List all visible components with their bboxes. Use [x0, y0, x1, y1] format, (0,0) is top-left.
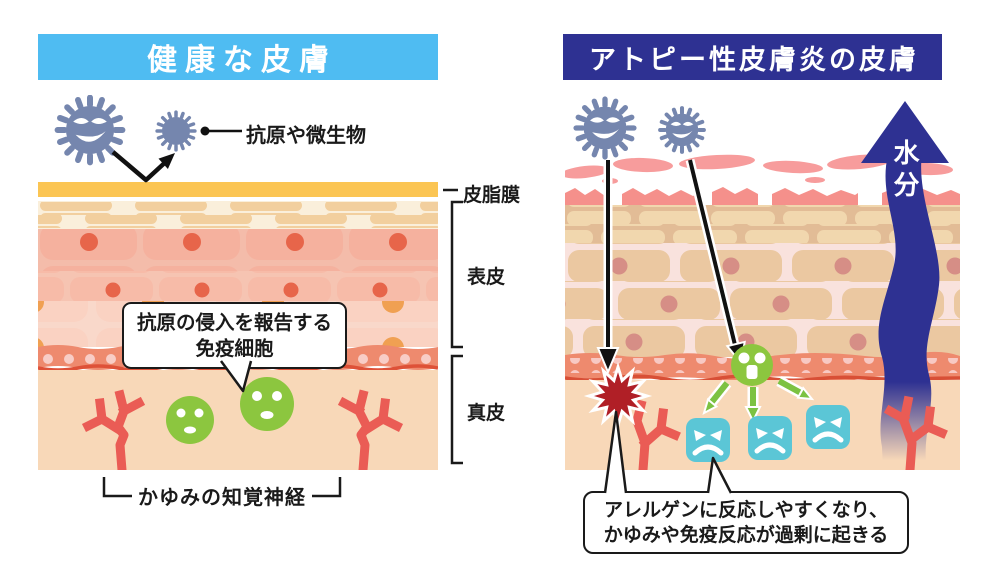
- signal-arrow-icon: [744, 387, 762, 424]
- signal-arrow-icon: [776, 376, 815, 401]
- immune-cell-callout: 抗原の侵入を報告する 免疫細胞: [122, 302, 347, 369]
- itch-nerve-label: かゆみの知覚神経: [138, 487, 306, 509]
- invasion-arrow-icon: [596, 160, 620, 375]
- itch-nerve-icon: [632, 399, 681, 470]
- epidermis-bracket: [450, 200, 463, 349]
- atopic-skin-title: アトピー性皮膚炎の皮膚: [563, 34, 942, 80]
- bounce-arrow-icon: [111, 150, 175, 183]
- allergy-cell-icon: [806, 405, 850, 449]
- itch-nerve-icon: [81, 389, 146, 470]
- virus-icon: [155, 110, 197, 152]
- atopic-skin-illustration: [565, 95, 960, 470]
- virus-icon: [576, 99, 634, 157]
- allergy-cell-icon: [686, 418, 730, 462]
- virus-icon: [660, 108, 704, 152]
- allergy-callout-line2: かゆみや免疫反応が過剰に起きる: [603, 524, 889, 546]
- immune-cell-icon: [240, 377, 294, 431]
- moisture-arrow-icon: [861, 101, 949, 470]
- dermis-bracket: [450, 354, 463, 465]
- healthy-skin-title: 健康な皮膚: [38, 34, 438, 80]
- antigen-label: 抗原や微生物: [246, 125, 366, 147]
- antigen-callout-line: [200, 126, 242, 136]
- healthy-skin-illustration: [38, 95, 438, 470]
- nerve-bracket-left: [102, 477, 132, 498]
- sebum-film-layer: [38, 182, 438, 197]
- moisture-label: 水分: [890, 139, 920, 203]
- itch-nerve-icon: [883, 395, 948, 470]
- dermis-layer-label: 真皮: [467, 403, 506, 424]
- immune-cell-icon: [166, 396, 214, 444]
- activated-immune-cell-icon: [731, 344, 773, 386]
- immune-callout-line1: 抗原の侵入を報告する: [136, 311, 332, 334]
- allergy-cell-icon: [748, 416, 792, 460]
- signal-arrow-icon: [702, 379, 732, 415]
- nerve-bracket-right: [312, 477, 342, 498]
- epidermis-layer-label: 表皮: [467, 267, 506, 288]
- sebum-layer-label: 皮脂膜: [463, 185, 521, 206]
- inflammation-burst-icon: [583, 361, 653, 431]
- immune-callout-line2: 免疫細胞: [195, 337, 274, 360]
- allergy-callout-line1: アレルゲンに反応しやすくなり、: [603, 499, 889, 521]
- itch-nerve-icon: [337, 389, 404, 470]
- allergy-reaction-callout: アレルゲンに反応しやすくなり、 かゆみや免疫反応が過剰に起きる: [583, 491, 909, 554]
